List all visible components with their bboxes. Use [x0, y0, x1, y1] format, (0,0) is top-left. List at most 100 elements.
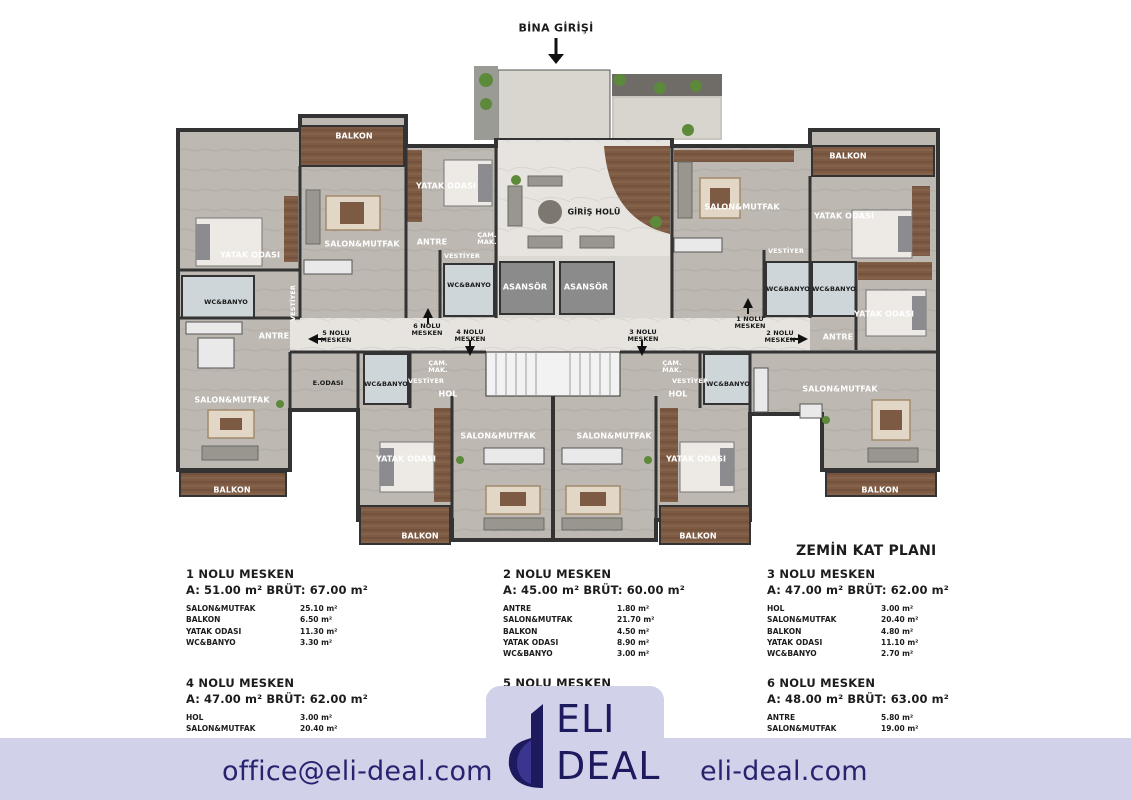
logo-text-deal: DEAL: [556, 744, 661, 788]
room-area: 11.30 m²: [300, 626, 338, 636]
room-name: BALKON: [767, 626, 802, 636]
living-kitchen-label: SALON&MUTFAK: [194, 395, 270, 405]
unit-area: A: 51.00 m² BRÜT: 67.00 m²: [186, 583, 368, 597]
website-link[interactable]: eli-deal.com: [700, 756, 868, 787]
room-name: ANTRE: [503, 604, 532, 613]
living-kitchen-label: SALON&MUTFAK: [704, 202, 780, 212]
room-area: 3.00 m²: [881, 604, 914, 613]
unit-4-marker: 4 NOLU MESKEN: [454, 328, 486, 343]
wc-bath-label: WC&BANYO: [447, 281, 491, 289]
unit-1-marker: 1 NOLU MESKEN: [734, 315, 766, 330]
entrance-hall-label: GİRİŞ HOLÜ: [567, 207, 621, 217]
room-area: 25.10 m²: [300, 604, 338, 613]
floor-plan-drawing: [176, 38, 940, 545]
unit-name: 4 NOLU MESKEN: [186, 676, 295, 690]
room-row: BALKON 6.50 m²: [186, 614, 426, 625]
unit-area: A: 47.00 m² BRÜT: 62.00 m²: [186, 692, 368, 706]
room-row: SALON&MUTFAK 19.00 m²: [767, 723, 1007, 734]
unit-area: A: 48.00 m² BRÜT: 63.00 m²: [767, 692, 949, 706]
balcony-label: BALKON: [335, 131, 373, 141]
entry-hall-label: ANTRE: [258, 331, 290, 341]
brand-logo-icon: [508, 704, 543, 788]
room-row: SALON&MUTFAK 21.70 m²: [503, 614, 743, 625]
room-name: BALKON: [186, 615, 221, 625]
room-area: 20.40 m²: [881, 615, 919, 625]
room-name: SALON&MUTFAK: [767, 724, 837, 734]
room-name: SALON&MUTFAK: [186, 724, 256, 734]
bedroom-label: YATAK ODASI: [219, 250, 281, 260]
room-name: WC&BANYO: [186, 637, 236, 647]
room-name: SALON&MUTFAK: [186, 604, 256, 613]
room-area: 11.10 m²: [881, 637, 919, 647]
room-row: YATAK ODASI 8.90 m²: [503, 637, 743, 648]
room-name: YATAK ODASI: [503, 637, 559, 647]
unit-6-marker: 6 NOLU MESKEN: [411, 322, 443, 337]
room-row: HOL 3.00 m²: [767, 603, 1007, 614]
room-area: 4.50 m²: [617, 626, 650, 636]
living-kitchen-label: SALON&MUTFAK: [460, 431, 536, 441]
logo-panel: [486, 686, 664, 800]
room-area: 21.70 m²: [617, 615, 655, 625]
plan-title: ZEMİN KAT PLANI: [796, 543, 937, 559]
hall-label: HOL: [668, 389, 688, 399]
room-name: SALON&MUTFAK: [503, 615, 573, 625]
room-area: 4.80 m²: [881, 626, 914, 636]
cloakroom-label: VESTİYER: [672, 377, 708, 385]
room-area: 5.80 m²: [881, 713, 914, 722]
entry-hall-label: ANTRE: [416, 237, 448, 247]
room-area: 6.50 m²: [300, 615, 333, 625]
unit-3-marker: 3 NOLU MESKEN: [627, 328, 659, 343]
building-entrance-label: BİNA GİRİŞİ: [518, 21, 594, 35]
living-kitchen-label: SALON&MUTFAK: [324, 239, 400, 249]
room-row: ANTRE 1.80 m²: [503, 603, 743, 614]
room-row: SALON&MUTFAK 25.10 m²: [186, 603, 426, 614]
balcony-label: BALKON: [829, 151, 867, 161]
room-row: SALON&MUTFAK 20.40 m²: [186, 723, 426, 734]
laundry-label: ÇAM. MAK.: [662, 359, 682, 374]
cloakroom-label: VESTİYER: [289, 285, 297, 321]
room-area: 3.30 m²: [300, 637, 333, 647]
balcony-label: BALKON: [401, 531, 439, 541]
bedroom-label: YATAK ODASI: [813, 211, 875, 221]
room-name: BALKON: [503, 626, 538, 636]
unit-name: 6 NOLU MESKEN: [767, 676, 876, 690]
logo-text-eli: ELI: [556, 697, 616, 741]
unit-summary-3: 3 NOLU MESKEN A: 47.00 m² BRÜT: 62.00 m²…: [767, 567, 1007, 659]
bedroom-label: YATAK ODASI: [853, 309, 915, 319]
room-name: HOL: [767, 604, 785, 613]
room-area: 1.80 m²: [617, 604, 650, 613]
elevator-label: ASANSÖR: [563, 282, 609, 292]
laundry-label: ÇAM. MAK.: [477, 231, 497, 246]
living-kitchen-label: SALON&MUTFAK: [802, 384, 878, 394]
entrance-arrow: [548, 38, 564, 64]
unit-name: 2 NOLU MESKEN: [503, 567, 612, 581]
room-name: WC&BANYO: [767, 649, 817, 659]
room-area: 19.00 m²: [881, 724, 919, 734]
room-row: YATAK ODASI 11.10 m²: [767, 637, 1007, 648]
room-area: 3.00 m²: [617, 649, 650, 659]
room-name: YATAK ODASI: [767, 637, 823, 647]
unit-summary-2: 2 NOLU MESKEN A: 45.00 m² BRÜT: 60.00 m²…: [503, 567, 743, 659]
room-area: 8.90 m²: [617, 637, 650, 647]
elevator-label: ASANSÖR: [502, 282, 548, 292]
room-name: WC&BANYO: [503, 649, 553, 659]
hall-label: HOL: [438, 389, 458, 399]
room-name: ANTRE: [767, 713, 796, 722]
balcony-label: BALKON: [679, 531, 717, 541]
contact-email[interactable]: office@eli-deal.com: [222, 756, 493, 787]
wc-bath-label: WC&BANYO: [204, 298, 248, 306]
wc-bath-label: WC&BANYO: [364, 380, 408, 388]
unit-summary-1: 1 NOLU MESKEN A: 51.00 m² BRÜT: 67.00 m²…: [186, 567, 426, 648]
cloakroom-label: VESTİYER: [768, 247, 804, 255]
room-row: BALKON 4.80 m²: [767, 626, 1007, 637]
unit-summary-6: 6 NOLU MESKEN A: 48.00 m² BRÜT: 63.00 m²…: [767, 676, 1007, 735]
unit-2-marker: 2 NOLU MESKEN: [764, 329, 796, 344]
wc-bath-label: WC&BANYO: [812, 285, 856, 293]
bedroom-label: YATAK ODASI: [415, 181, 477, 191]
laundry-label: ÇAM. MAK.: [428, 359, 448, 374]
room-area: 20.40 m²: [300, 724, 338, 734]
